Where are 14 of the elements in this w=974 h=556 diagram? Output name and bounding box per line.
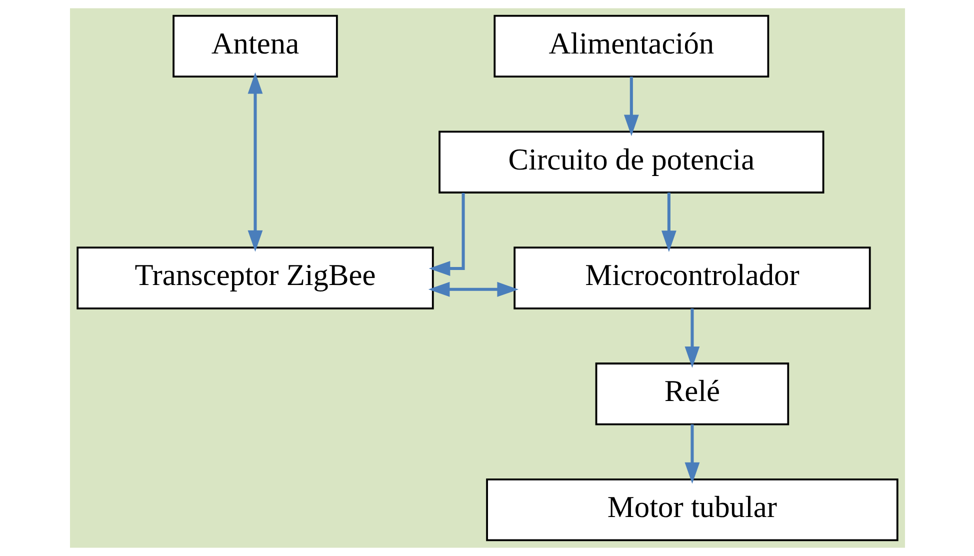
- node-box: Microcontrolador: [513, 246, 870, 310]
- arrow: [428, 192, 464, 276]
- node-box: Circuito de potencia: [438, 130, 824, 194]
- node-box: Relé: [594, 362, 789, 426]
- arrow: [623, 76, 638, 136]
- arrow: [428, 282, 518, 297]
- node-box: Alimentación: [493, 14, 769, 78]
- node-box: Motor tubular: [486, 478, 898, 542]
- node-box: Transceptor ZigBee: [76, 246, 434, 310]
- arrow: [684, 308, 700, 368]
- arrow: [247, 72, 262, 252]
- arrow: [684, 424, 700, 484]
- node-box: Antena: [172, 14, 338, 78]
- arrow: [660, 192, 676, 252]
